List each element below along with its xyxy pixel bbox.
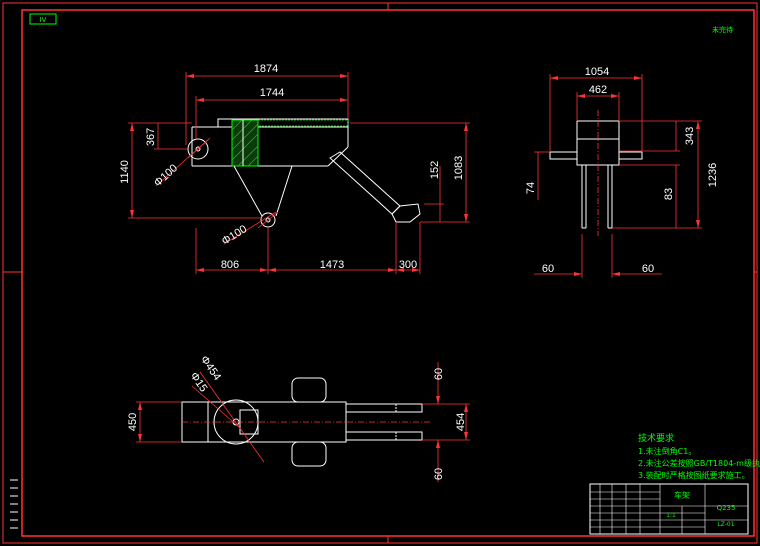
dim-top-top-offset: 60 bbox=[433, 368, 445, 380]
dim-top-left-height: 450 bbox=[127, 413, 139, 431]
dim-hinge-offset: 367 bbox=[145, 128, 157, 146]
top-wheel-circle bbox=[213, 399, 259, 445]
section-hatch bbox=[231, 119, 259, 167]
dim-hinge-dia: Φ100 bbox=[152, 162, 180, 189]
margin-marks bbox=[10, 479, 18, 529]
dim-right-height: 1083 bbox=[453, 156, 465, 180]
dim-side-mid-height: 83 bbox=[663, 188, 675, 200]
side-view: 1054 462 343 1236 83 74 60 60 bbox=[525, 66, 719, 278]
dim-bottom-left: 806 bbox=[221, 259, 239, 271]
dim-overall-length: 1874 bbox=[254, 63, 278, 75]
tech-note-line: 1.未注倒角C1。 bbox=[638, 446, 696, 456]
dim-side-top-height: 343 bbox=[684, 127, 696, 145]
front-view: 1874 1744 1140 367 Φ100 Φ100 152 1083 80… bbox=[119, 63, 470, 274]
dim-left-height: 1140 bbox=[119, 160, 131, 184]
tech-notes: 技术要求 1.未注倒角C1。 2.未注公差按照GB/T1804-m级执行。 3.… bbox=[638, 432, 760, 480]
title-part-name: 车架 bbox=[674, 490, 690, 500]
dim-side-total-height: 1236 bbox=[707, 163, 719, 187]
dim-top-right-height: 454 bbox=[455, 413, 467, 431]
tech-note-line: 2.未注公差按照GB/T1804-m级执行。 bbox=[638, 458, 760, 468]
pivot-circle bbox=[260, 212, 276, 228]
dim-right-small: 152 bbox=[429, 161, 441, 179]
tech-note-line: 3.装配时严格按图纸要求施工。 bbox=[638, 470, 750, 480]
title-drawing-no: LZ-01 bbox=[717, 521, 734, 528]
title-block: 车架 Q235 LZ-01 1:1 bbox=[589, 483, 749, 535]
dim-top-bottom-offset: 60 bbox=[433, 468, 445, 480]
top-view: Φ454 Φ15 450 454 60 60 bbox=[127, 354, 470, 482]
dim-pivot-dia: Φ100 bbox=[220, 223, 249, 248]
dim-side-left-small: 74 bbox=[525, 182, 537, 194]
sheet-badge bbox=[29, 13, 57, 25]
tech-notes-title: 技术要求 bbox=[638, 432, 674, 444]
dim-side-left-offset: 60 bbox=[542, 263, 554, 275]
dim-top-inner-dia: Φ15 bbox=[188, 370, 210, 394]
dim-bottom-mid: 1473 bbox=[320, 259, 344, 271]
dim-side-right-offset: 60 bbox=[642, 263, 654, 275]
title-scale: 1:1 bbox=[666, 512, 676, 519]
dim-top-length: 1744 bbox=[260, 87, 284, 99]
title-material: Q235 bbox=[717, 504, 736, 512]
dim-bottom-right: 300 bbox=[399, 259, 417, 271]
corner-mark: 未完待 bbox=[712, 25, 733, 34]
dim-side-inner-width: 462 bbox=[589, 84, 607, 96]
sheet-badge-text: IV bbox=[40, 16, 47, 24]
dim-side-overall-width: 1054 bbox=[585, 66, 609, 78]
